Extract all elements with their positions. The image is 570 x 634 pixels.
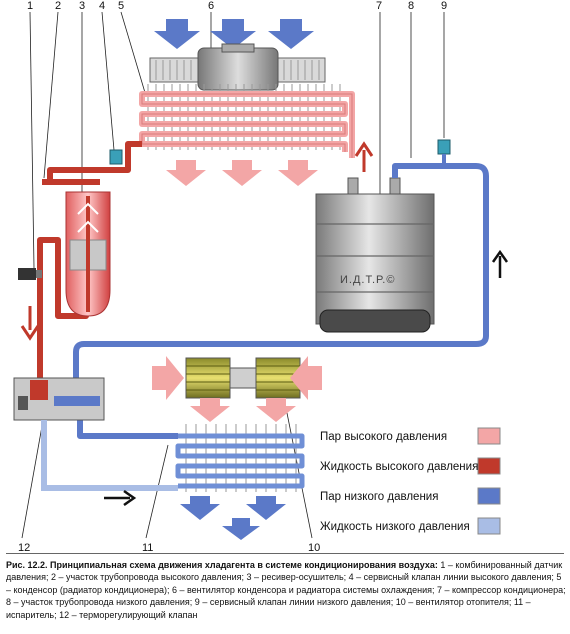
caption-title: Рис. 12.2. Принципиальная схема движения… xyxy=(6,560,438,570)
compressor: И.Д.Т.Р.© xyxy=(315,177,435,333)
callout-12: 12 xyxy=(18,542,30,554)
callout-11: 11 xyxy=(142,542,153,554)
callout-7: 7 xyxy=(376,0,382,12)
legend-swatch-high-liquid xyxy=(477,457,501,475)
high-liquid-flow-arrow xyxy=(20,306,40,341)
callouts: 1 2 3 4 5 6 7 8 9 10 11 12 xyxy=(18,0,447,554)
compressor-brand: И.Д.Т.Р.© xyxy=(340,274,395,286)
callout-6: 6 xyxy=(208,0,214,12)
heater-fan-inflow-arrows xyxy=(152,356,322,400)
heater-fan xyxy=(185,357,301,399)
receiver-drier xyxy=(65,191,111,317)
legend-label-high-liquid: Жидкость высокого давления xyxy=(320,461,478,473)
condenser-fan xyxy=(149,43,326,91)
legend-swatch-low-liquid xyxy=(477,517,501,535)
callout-10: 10 xyxy=(308,542,320,554)
callout-8: 8 xyxy=(408,0,414,12)
legend-label-high-vapor: Пар высокого давления xyxy=(320,431,447,443)
legend-label-low-vapor: Пар низкого давления xyxy=(320,491,438,503)
high-pressure-service-valve xyxy=(109,149,123,165)
callout-9: 9 xyxy=(441,0,447,12)
evaporator-airflow-out-arrows xyxy=(180,496,286,540)
condenser-airflow-out-arrows xyxy=(166,160,318,186)
low-pressure-service-valve xyxy=(437,139,451,166)
callout-3: 3 xyxy=(79,0,85,12)
fan-outflow-arrows xyxy=(190,398,296,422)
legend: Пар высокого давления Жидкость высокого … xyxy=(320,427,501,535)
callout-5: 5 xyxy=(118,0,124,12)
pressure-sensor xyxy=(18,268,42,280)
evaporator xyxy=(175,424,305,492)
legend-swatch-low-vapor xyxy=(477,487,501,505)
figure-caption: Рис. 12.2. Принципиальная схема движения… xyxy=(6,559,566,621)
condenser xyxy=(139,84,355,158)
caption-divider xyxy=(6,553,564,554)
legend-swatch-high-vapor xyxy=(477,427,501,445)
callout-1: 1 xyxy=(27,0,33,12)
legend-label-low-liquid: Жидкость низкого давления xyxy=(320,521,470,533)
low-pressure-liquid-line xyxy=(41,420,178,507)
airflow-in-arrows xyxy=(154,19,314,49)
caption-text: 1 – комбинированный датчик давления; 2 –… xyxy=(6,560,566,620)
refrigerant-circuit-diagram: 1 2 3 4 5 6 7 8 9 10 11 12 xyxy=(13,0,509,554)
low-vapor-flow-arrow xyxy=(491,249,509,278)
high-vapor-flow-arrow xyxy=(354,141,374,172)
callout-4: 4 xyxy=(99,0,105,12)
expansion-valve xyxy=(13,377,105,421)
low-pressure-vapor-line xyxy=(73,163,489,439)
callout-2: 2 xyxy=(55,0,61,12)
